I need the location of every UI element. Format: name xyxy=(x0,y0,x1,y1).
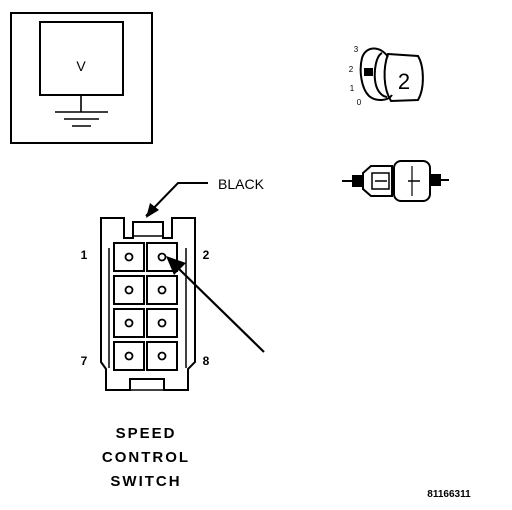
wire-callout-line xyxy=(145,182,208,217)
pin-terminal xyxy=(157,318,167,328)
pin-grid xyxy=(113,242,178,371)
key-selector: 3 2 1 0 2 xyxy=(349,45,424,107)
voltmeter-symbol: V xyxy=(76,58,86,74)
pin-cavity xyxy=(113,242,145,272)
title-line: CONTROL xyxy=(102,449,190,466)
pin-number-label: 7 xyxy=(81,354,88,368)
wire-color-label: BLACK xyxy=(218,176,265,192)
pin-terminal xyxy=(124,351,134,361)
key-position-label: 1 xyxy=(350,84,355,93)
key-position-label: 0 xyxy=(357,98,362,107)
speed-control-connector: 1 2 7 8 xyxy=(81,217,210,391)
pin-terminal xyxy=(124,318,134,328)
arrowhead-icon xyxy=(146,203,159,218)
figure-id: 81166311 xyxy=(427,489,471,500)
pin-number-label: 8 xyxy=(203,354,210,368)
title-line: SPEED xyxy=(116,425,177,442)
title-line: SWITCH xyxy=(110,473,181,490)
pin-number-label: 2 xyxy=(203,248,210,262)
ignition-key-icon xyxy=(359,47,424,103)
pin-terminal xyxy=(157,252,167,262)
pin-terminal xyxy=(157,285,167,295)
key-position-label: 2 xyxy=(349,65,354,74)
pin-cavity xyxy=(113,341,145,371)
key-position-marker xyxy=(364,68,373,76)
connector-title: SPEED CONTROL SWITCH xyxy=(102,425,190,490)
ground-icon xyxy=(55,95,108,127)
pin-cavity xyxy=(146,275,178,305)
connector-side-icon xyxy=(342,160,449,202)
voltmeter-frame xyxy=(10,12,153,144)
connector-bottom-key xyxy=(129,378,165,391)
probe-pointer-line xyxy=(177,267,265,353)
pin-number-label: 1 xyxy=(81,248,88,262)
voltmeter-panel: V xyxy=(10,12,153,144)
pin-cavity xyxy=(113,275,145,305)
arrowhead-icon xyxy=(166,256,186,275)
pin-terminal xyxy=(124,252,134,262)
connector-latch xyxy=(132,221,164,237)
key-position-label: 3 xyxy=(354,45,359,54)
key-selected-position: 2 xyxy=(398,69,410,94)
pin-cavity xyxy=(146,308,178,338)
pin-cavity xyxy=(146,341,178,371)
pin-cavity xyxy=(113,308,145,338)
pin-terminal xyxy=(124,285,134,295)
pin-terminal xyxy=(157,351,167,361)
